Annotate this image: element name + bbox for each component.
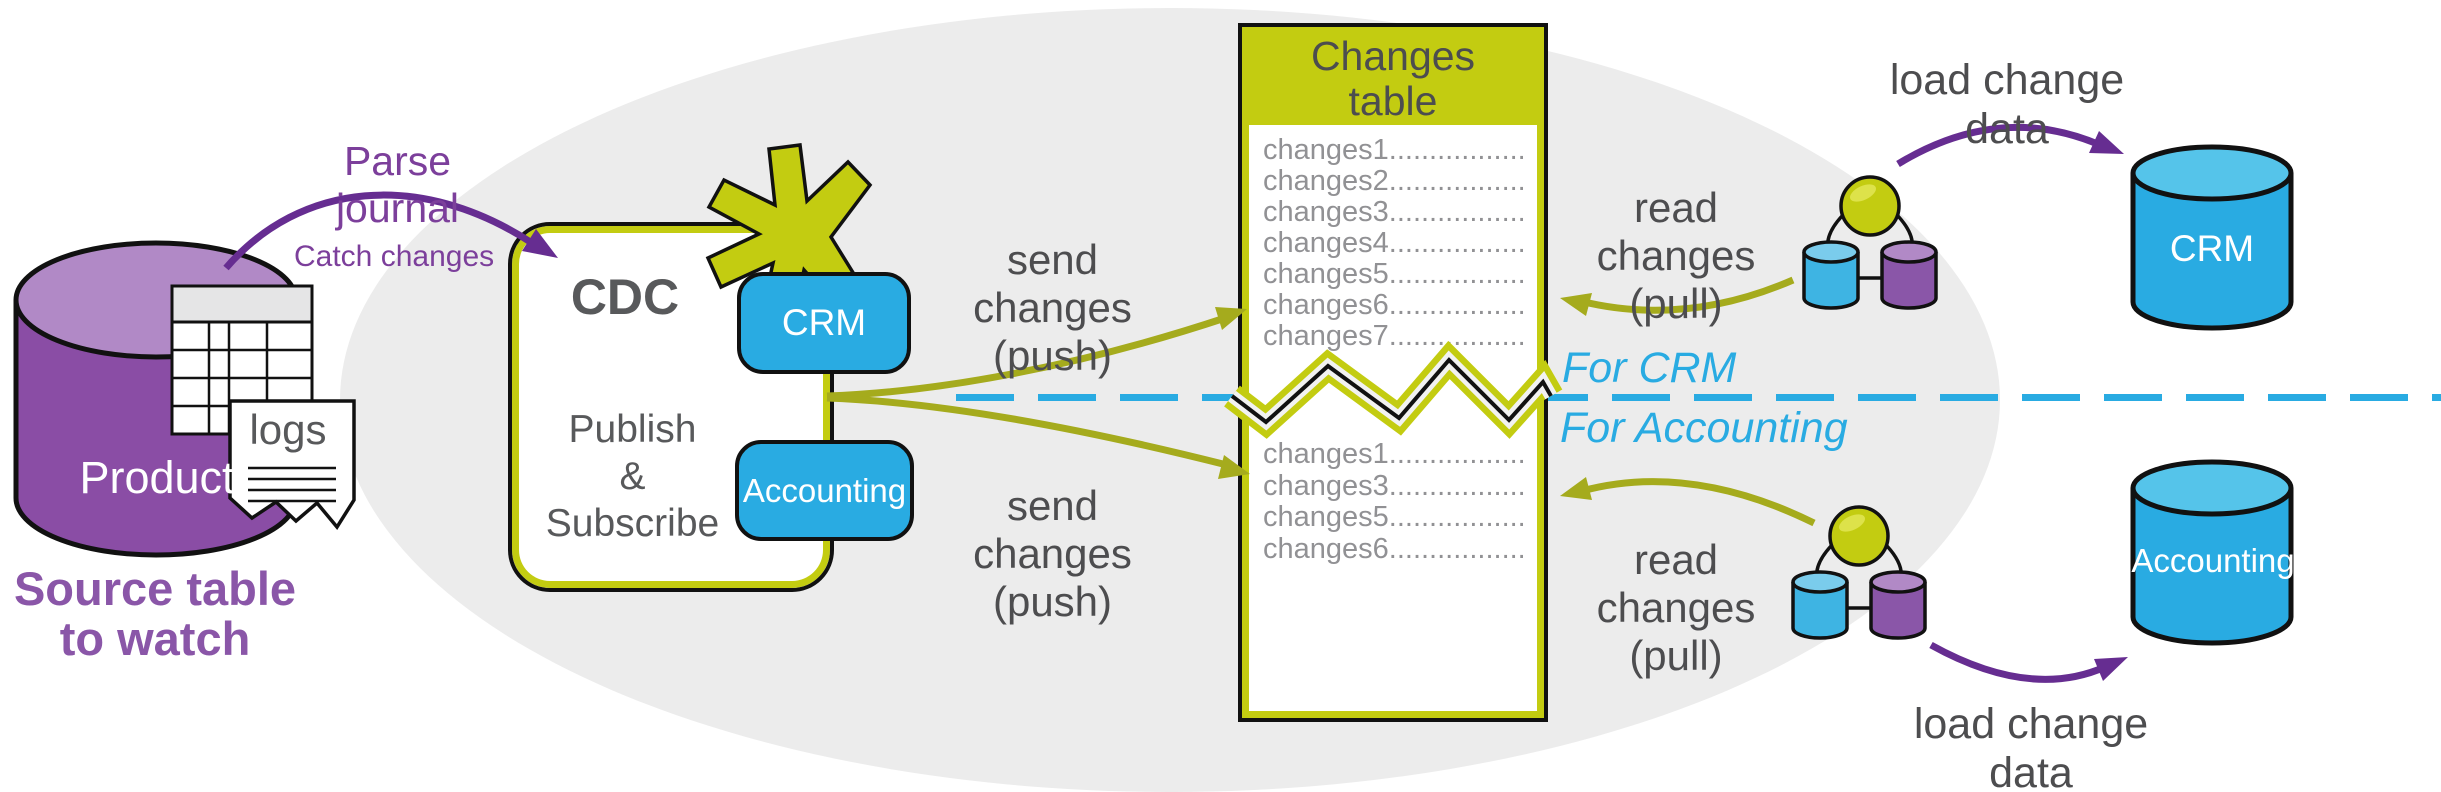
cdc-subtitle-line1: Publish: [568, 408, 697, 451]
crm-database-label: CRM: [2169, 228, 2255, 269]
cdc-subtitle: Publish & Subscribe: [510, 406, 755, 547]
read-bottom-line1: read changes: [1596, 536, 1756, 631]
table-row: changes3..............................: [1263, 196, 1523, 228]
load-change-data-bottom-label: load change data: [1913, 700, 2149, 792]
for-accounting-label: For Accounting: [1560, 404, 1848, 452]
send-changes-bottom-label: send changes (push): [930, 482, 1175, 626]
source-caption-line1: Source table: [13, 562, 297, 615]
logs-label: logs: [249, 406, 327, 453]
for-crm-label: For CRM: [1562, 344, 1737, 392]
parse-journal-label: Parse journal: [335, 138, 460, 231]
cdc-title: CDC: [570, 269, 680, 325]
crm-badge: CRM: [737, 272, 911, 374]
read-top-line2: (pull): [1629, 280, 1723, 327]
accounting-badge: Accounting: [735, 440, 914, 541]
table-row: changes7..............................: [1263, 320, 1523, 352]
accounting-database-label: Accounting: [2131, 542, 2295, 579]
changes-table-title-line1: Changes: [1310, 33, 1476, 79]
source-caption-line2: to watch: [59, 612, 251, 665]
table-row: changes5..............................: [1263, 258, 1523, 290]
send-top-line2: (push): [992, 332, 1113, 379]
table-row: changes6..............................: [1263, 289, 1523, 321]
source-database-cylinder-icon: [13, 240, 299, 558]
changes-table-header: Changes table: [1242, 27, 1544, 125]
table-row: changes2..............................: [1263, 165, 1523, 197]
read-top-line1: read changes: [1596, 184, 1756, 279]
cdc-subtitle-line3: Subscribe: [545, 502, 720, 545]
cdc-subtitle-line2: &: [619, 455, 646, 498]
read-bottom-line2: (pull): [1629, 632, 1723, 679]
send-bottom-line2: (push): [992, 578, 1113, 625]
load-change-data-top-label: load change data: [1889, 56, 2125, 153]
table-row: changes1..............................: [1263, 134, 1523, 166]
table-row: changes4..............................: [1263, 227, 1523, 259]
send-changes-top-label: send changes (push): [930, 236, 1175, 380]
load-change-data-arrow-bottom: [1929, 641, 2128, 683]
changes-table-title-line2: table: [1348, 78, 1438, 124]
catch-changes-label: Catch changes: [294, 240, 495, 273]
table-row: changes5..............................: [1263, 501, 1523, 533]
table-row: changes3..............................: [1263, 470, 1523, 502]
product-label: Product: [79, 452, 235, 503]
changes-table: Changes table changes1..................…: [1238, 23, 1548, 722]
table-row: changes1..............................: [1263, 438, 1523, 470]
source-table-caption: Source table to watch: [10, 564, 300, 664]
lane-separator-dashed-line: [956, 394, 2441, 401]
read-changes-top-label: read changes (pull): [1556, 184, 1796, 328]
send-bottom-line1: send changes: [973, 482, 1132, 577]
send-top-line1: send changes: [973, 236, 1132, 331]
table-row: changes6..............................: [1263, 533, 1523, 565]
read-changes-bottom-label: read changes (pull): [1556, 536, 1796, 680]
